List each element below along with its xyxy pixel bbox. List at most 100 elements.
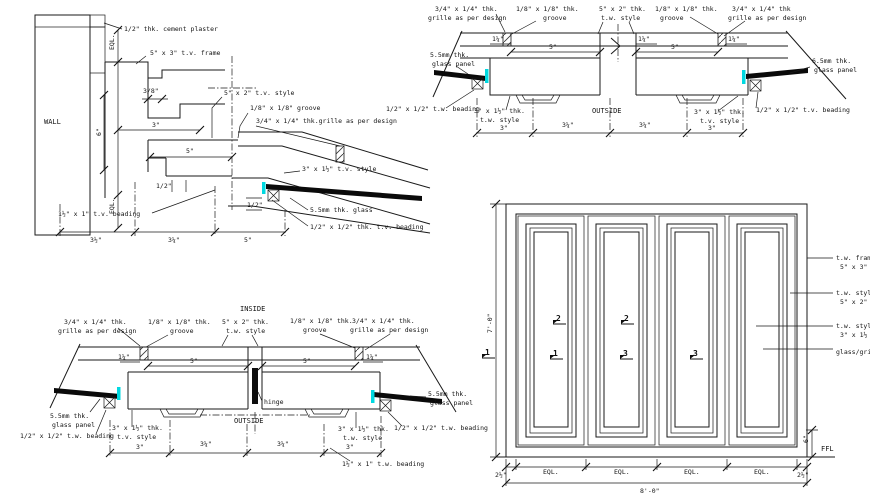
- dim-label: EQL.: [108, 34, 116, 50]
- section-marker: 3: [693, 349, 698, 358]
- style-label: t.w. style: [480, 116, 519, 124]
- hinge-label: hinge: [264, 398, 284, 406]
- style-label: 3" x 1½" thk.: [474, 107, 525, 115]
- glass-edge-accent: [742, 70, 746, 84]
- frame-label: 5" x 3" t.v. frame: [150, 49, 221, 57]
- dim-label: 1¼": [492, 35, 504, 43]
- style-label: 5" x 2" thk.: [599, 5, 646, 13]
- beading-label: 1½" x 1" t.v. beading: [58, 210, 140, 218]
- beading-label: 1/2" x 1/2" t.w. beading: [394, 424, 488, 432]
- style-label: t.w. style: [836, 289, 870, 297]
- grille-chip: [139, 346, 149, 361]
- door-inner-frame: [515, 213, 798, 448]
- grille-chip: [354, 346, 364, 361]
- plan-detail-bottom: INSIDE 3/4" x 1/4" thk. grille as per de…: [20, 305, 488, 468]
- hinge-bar: [252, 368, 258, 404]
- groove-label: 1/8" x 1/8" groove: [250, 104, 321, 112]
- section-marker: 1: [553, 349, 558, 358]
- section-marker: 3: [623, 349, 628, 358]
- frame-label: t.w. frame: [836, 254, 870, 262]
- style-label: 3" x 1½" t.v. style: [302, 165, 376, 173]
- grille-label: grille as per design: [58, 327, 136, 335]
- style-label: 3" x 1½: [840, 331, 867, 339]
- style-label: 3" x 1½" thk.: [112, 424, 163, 432]
- grille-chip: [502, 32, 512, 47]
- dim-label: 3/8": [143, 87, 159, 95]
- glass-panel: [744, 231, 780, 428]
- dim-label: 1¼": [366, 353, 378, 361]
- glass-panel: [674, 231, 710, 428]
- dim-label: 6": [95, 128, 103, 136]
- grille-chip: [717, 32, 727, 47]
- glass-panel: [533, 231, 569, 428]
- dim-label: 1¼": [728, 35, 740, 43]
- dim-label: 1/2": [156, 182, 172, 190]
- dim-label: 2½": [495, 471, 507, 479]
- wall-section-linework: [34, 14, 431, 237]
- door-outer-frame: [505, 203, 808, 458]
- beading-label: 1/2" x 1/2" t.v. beading: [756, 106, 850, 114]
- beading-label: 1/2" x 1/2" thk. t.v. beading: [310, 223, 424, 231]
- glass-band: [746, 68, 808, 79]
- plan-detail-top: 3/4" x 1/4" thk. grille as per design 1/…: [386, 5, 857, 138]
- dim-label: 1¼": [118, 353, 130, 361]
- beading-label: 1/2" x 1/2" t.w. beading: [386, 105, 480, 113]
- groove-label: 1/8" x 1/8" thk.: [516, 5, 579, 13]
- glass-label: 5.5mm thk.: [50, 412, 89, 420]
- dim-label: 3": [346, 443, 354, 451]
- dim-label: 5": [671, 43, 679, 51]
- grille-label: 3/4" x 1/4" thk.: [64, 318, 127, 326]
- dim-label: 3¼": [168, 236, 180, 244]
- frame-label: 5" x 3": [840, 263, 867, 271]
- glass-grille-label: glass/grille: [836, 348, 870, 356]
- wall-section-detail: WALL 1/2" thk. cement plaster 5" x 3" t.…: [34, 14, 431, 244]
- style-label: t.v. style: [700, 117, 739, 125]
- beading-label: 1½" x 1" t.w. beading: [342, 460, 424, 468]
- dim-label: 3¼": [277, 440, 289, 448]
- dim-label: 1/2": [247, 201, 263, 209]
- grille-label: 3/4" x 1/4" thk: [732, 5, 791, 13]
- plaster-side: [89, 26, 106, 74]
- beading-box: [471, 77, 484, 90]
- glass-band: [54, 388, 120, 399]
- glass-label: 5.5mm thk.: [428, 390, 467, 398]
- height-dim-label: 7'-0": [486, 313, 494, 333]
- groove-label: 1/8" x 1/8" thk.: [148, 318, 211, 326]
- plaster-label: 1/2" thk. cement plaster: [124, 25, 218, 33]
- dim-label: 3½": [90, 236, 102, 244]
- dim-label: EQL.: [754, 468, 770, 476]
- plan-bottom-linework: [49, 327, 457, 462]
- glass-band: [266, 184, 422, 201]
- groove-label: groove: [170, 327, 194, 335]
- style-label: 5" x 2" thk.: [222, 318, 269, 326]
- dim-label: 5": [190, 357, 198, 365]
- style-label: 5" x 2" t.v. style: [224, 89, 295, 97]
- glass-label: glass panel: [814, 66, 857, 74]
- beading-box: [379, 399, 392, 412]
- wall-label: WALL: [44, 118, 61, 126]
- dim-label: 5": [303, 357, 311, 365]
- dim-label: EQL.: [108, 198, 116, 214]
- glass-label: glass panel: [430, 399, 473, 407]
- door-elevation: t.w. frame 5" x 3" t.w. style 5" x 2" t.…: [482, 199, 870, 495]
- beading-box: [103, 396, 116, 409]
- grille-label: 3/4" x 1/4" thk.: [435, 5, 498, 13]
- dim-label: 5": [244, 236, 252, 244]
- grille-label: grille as per design: [350, 326, 428, 334]
- dim-label: 3": [152, 121, 160, 129]
- dim-label: 6": [802, 435, 810, 443]
- dim-label: 3": [500, 124, 508, 132]
- glass-panel: [603, 231, 640, 428]
- ffl-label: FFL: [821, 445, 834, 453]
- dim-label: EQL.: [543, 468, 559, 476]
- grille-label: 3/4" x 1/4" thk.: [352, 317, 415, 325]
- beading-box: [749, 79, 762, 92]
- section-marker: 2: [624, 314, 629, 323]
- dim-label: 5": [186, 147, 194, 155]
- plan-top-linework: [432, 13, 847, 138]
- style-label: t.w. style: [226, 327, 265, 335]
- glass-edge-accent: [117, 387, 121, 400]
- style-label: 5" x 2": [840, 298, 867, 306]
